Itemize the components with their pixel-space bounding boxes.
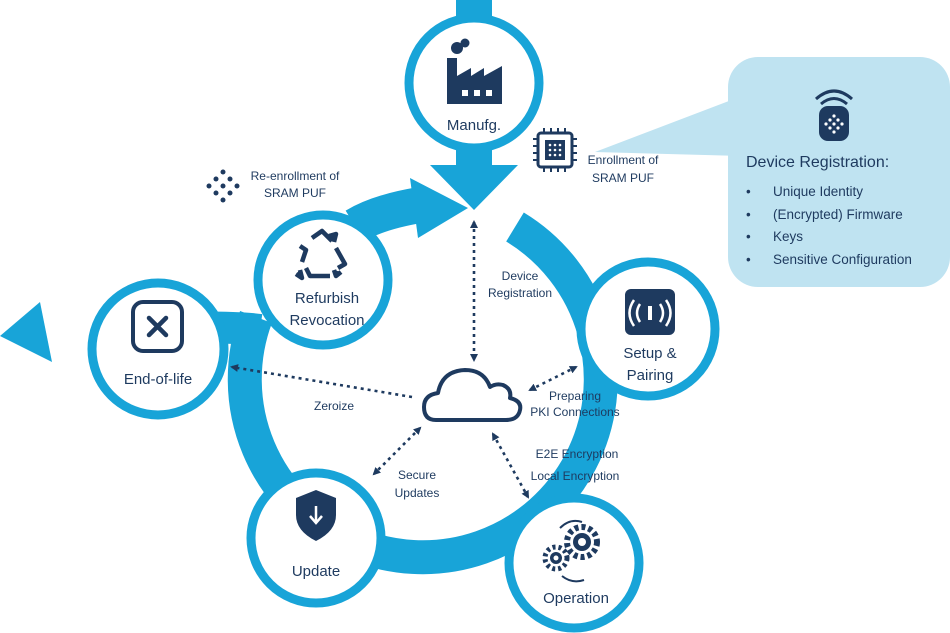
flow-arrow-pki <box>528 365 578 392</box>
flow-arrow-zeroize <box>230 364 413 399</box>
flow-label-updates-line2: Updates <box>395 486 440 500</box>
node-update: Update <box>246 468 386 608</box>
flow-label-zeroize: Zeroize <box>314 399 354 413</box>
flow-label-encryption-line2: Local Encryption <box>531 469 620 483</box>
callout-item-text: Keys <box>773 229 804 244</box>
nfc-icon <box>625 289 675 335</box>
flow-arrow-encryption <box>491 432 530 499</box>
callout-item-text: Unique Identity <box>773 184 864 199</box>
node-refurbish-label-line1: Refurbish <box>295 290 359 307</box>
node-operation: Operation <box>504 493 644 633</box>
cloud-icon <box>422 368 523 422</box>
node-manufacturing-label: Manufg. <box>447 117 501 134</box>
close-box-icon <box>131 300 184 353</box>
node-setup-label-line1: Setup & <box>623 345 676 362</box>
callout-item: •Unique Identity <box>746 184 864 199</box>
callout-item-text: Sensitive Configuration <box>773 251 912 267</box>
re-enrollment-label-line2: SRAM PUF <box>264 186 326 200</box>
enrollment-label-line1: Enrollment of <box>588 153 659 167</box>
flow-label-pki-line2: PKI Connections <box>530 405 619 419</box>
node-refurbish-revocation: Refurbish Revocation <box>253 210 393 350</box>
flow-label-encryption-line1: E2E Encryption <box>536 447 619 461</box>
dots-icon <box>206 169 240 203</box>
node-end-of-life-label: End-of-life <box>124 371 192 388</box>
callout-item: •(Encrypted) Firmware <box>746 206 903 222</box>
re-enrollment-label-line1: Re-enrollment of <box>251 169 340 183</box>
callout-item: •Keys <box>746 229 804 244</box>
enrollment-label-line2: SRAM PUF <box>592 171 654 185</box>
callout-item-text: (Encrypted) Firmware <box>773 206 903 222</box>
node-update-label: Update <box>292 563 340 580</box>
flow-label-registration-line2: Registration <box>488 286 552 300</box>
factory-icon <box>447 38 502 104</box>
shield-download-icon <box>296 490 336 541</box>
node-operation-label: Operation <box>543 590 609 607</box>
flow-label-updates-line1: Secure <box>398 468 436 482</box>
node-manufacturing: Manufg. <box>404 13 544 153</box>
node-end-of-life: End-of-life <box>87 278 229 420</box>
node-setup-label-line2: Pairing <box>627 367 674 384</box>
callout-item: •Sensitive Configuration <box>746 251 912 267</box>
smart-speaker-icon <box>815 89 853 141</box>
gears-icon <box>542 519 600 583</box>
flow-label-pki-line1: Preparing <box>549 389 601 403</box>
callout-pointer <box>595 96 742 156</box>
node-refurbish-label-line2: Revocation <box>289 312 364 329</box>
refurbish-return-arrow <box>345 178 468 242</box>
callout-title: Device Registration: <box>746 154 890 171</box>
callout-list: •Unique Identity •(Encrypted) Firmware •… <box>742 181 912 271</box>
chip-icon <box>533 128 577 172</box>
flow-arrows <box>230 220 578 499</box>
flow-label-registration-line1: Device <box>502 269 539 283</box>
node-setup-pairing: Setup & Pairing <box>576 257 720 401</box>
recycle-icon <box>294 228 348 281</box>
device-registration-callout: Device Registration: •Unique Identity •(… <box>728 57 950 287</box>
